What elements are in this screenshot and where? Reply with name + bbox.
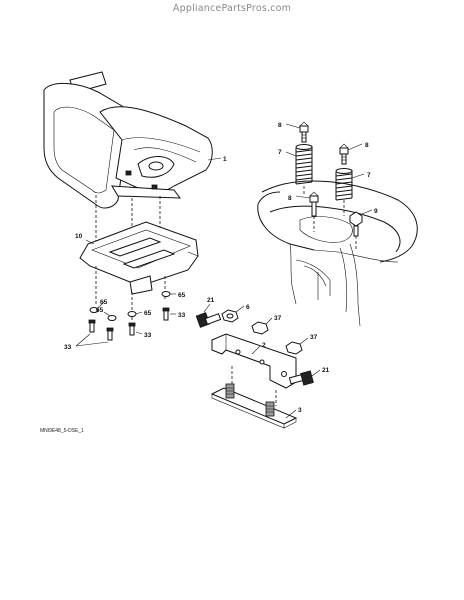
washer-center [161, 291, 171, 297]
screw-center [162, 307, 170, 321]
plate [210, 383, 298, 429]
screw-left-b [106, 327, 114, 341]
pivot-bolt-right [288, 370, 314, 386]
bolt-top-b [339, 143, 349, 165]
seat [43, 71, 213, 209]
nut-top [221, 309, 239, 323]
callout-pivot-bolt-right: 21 [322, 367, 330, 374]
washer-mid [127, 311, 137, 317]
callout-pivot-bolt: 21 [207, 297, 215, 304]
callout-bolt-top-a: 8 [278, 122, 282, 129]
callout-screw-right: 33 [144, 332, 152, 339]
washer-left-b [107, 315, 117, 321]
callout-bolt-mid-b: 9 [374, 208, 378, 215]
watermark: AppliancePartsPros.com [172, 3, 292, 14]
callout-washer-mid: 65 [144, 310, 152, 317]
bolt-mid-a [309, 191, 319, 217]
callout-bolt-left-a: 65 [100, 299, 108, 306]
screw-left-a [88, 319, 96, 333]
callout-bolt-mid-a: 8 [288, 195, 292, 202]
callout-nut-a: 37 [274, 315, 282, 322]
pivot-bolt [195, 312, 222, 328]
callout-washer-center: 65 [178, 292, 186, 299]
callout-nut-b: 37 [310, 334, 318, 341]
fender-frame [257, 180, 418, 327]
callout-nut-top: 6 [246, 304, 250, 311]
washer-left-a [89, 307, 99, 313]
callout-spring-a: 7 [278, 149, 282, 156]
screw-right [128, 322, 136, 336]
callout-seat-pan: 10 [75, 233, 83, 240]
spring-a [295, 144, 313, 185]
bolt-top-a [299, 121, 309, 143]
callout-spring-b: 7 [367, 172, 371, 179]
callout-plate: 3 [298, 407, 302, 414]
callout-bolt-top-b: 8 [365, 142, 369, 149]
bolt-mid-b [349, 211, 363, 237]
nut-a [251, 321, 269, 335]
drawing-code: MNI9E48_5-DSE_1 [40, 428, 84, 434]
nut-b [285, 341, 303, 355]
callout-screw-left: 33 [64, 344, 72, 351]
callout-screw-center: 33 [178, 312, 186, 319]
callout-bolt-left-b: 65 [96, 307, 104, 314]
bracket [211, 333, 297, 389]
callout-bracket: 2 [262, 342, 266, 349]
seat-pan [79, 221, 199, 295]
callout-seat: 1 [223, 156, 227, 163]
spring-b [335, 168, 353, 201]
